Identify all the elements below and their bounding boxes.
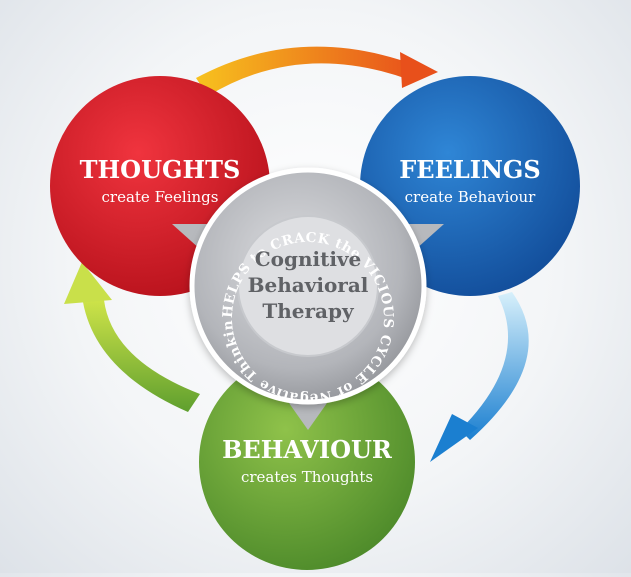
arrow-feelings-to-behaviour xyxy=(430,292,529,462)
behaviour-subtitle: creates Thoughts xyxy=(241,468,373,486)
center-inner-circle xyxy=(237,215,379,357)
feelings-subtitle: create Behaviour xyxy=(405,188,537,206)
center-line-3: Therapy xyxy=(262,299,355,323)
center-line-1: Cognitive xyxy=(255,247,362,271)
behaviour-circle xyxy=(199,354,415,570)
thoughts-title: THOUGHTS xyxy=(80,155,241,184)
behaviour-node: BEHAVIOUR creates Thoughts xyxy=(199,354,415,570)
arrow-thoughts-to-feelings xyxy=(196,46,438,96)
behaviour-title: BEHAVIOUR xyxy=(222,435,393,464)
pointer-bottom xyxy=(284,396,332,430)
feelings-title: FEELINGS xyxy=(399,155,541,184)
arrow-behaviour-to-thoughts xyxy=(64,262,200,412)
thoughts-subtitle: create Feelings xyxy=(102,188,219,206)
center-line-2: Behavioral xyxy=(248,273,369,297)
